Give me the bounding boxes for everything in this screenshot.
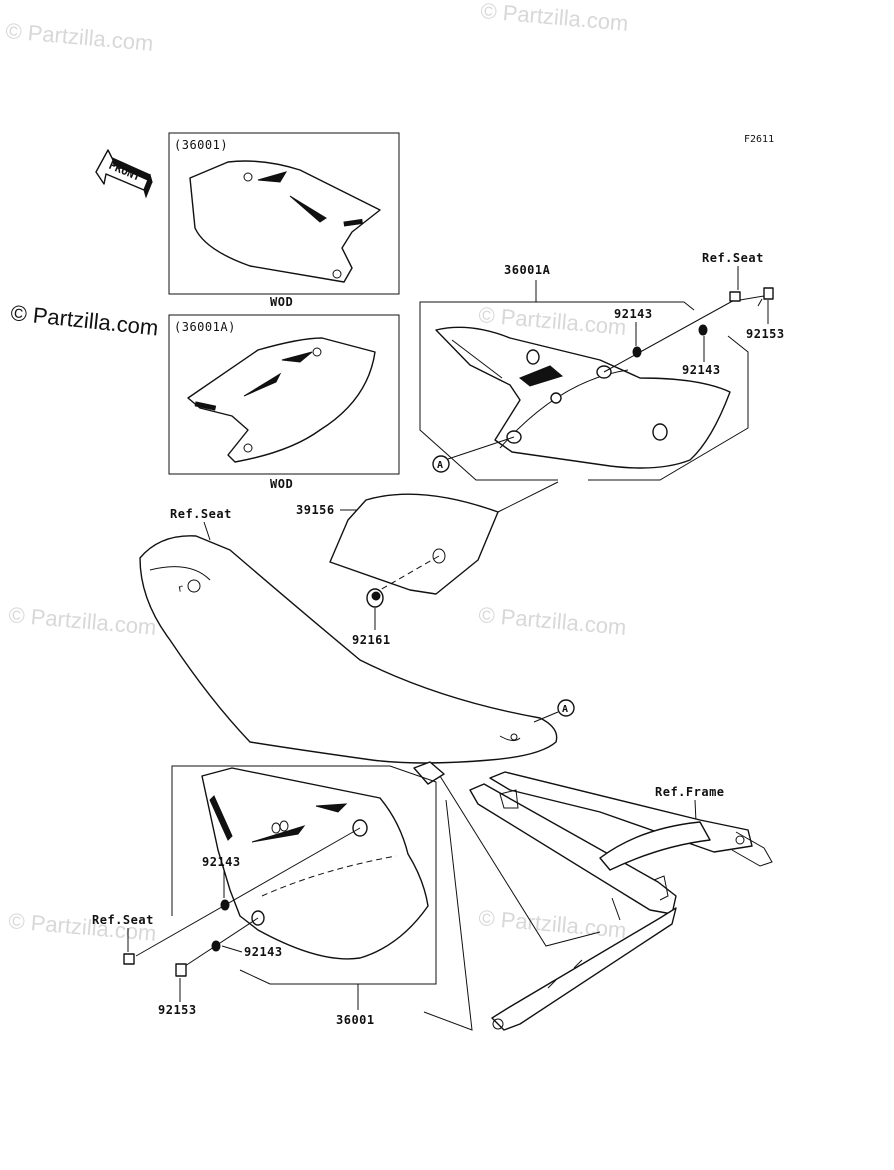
label-92143-a: 92143: [614, 307, 653, 321]
label-ref-frame: Ref.Frame: [655, 785, 725, 799]
label-ref-seat-mid: Ref.Seat: [170, 507, 232, 521]
pad-39156: [329, 493, 499, 595]
label-ref-seat-bottom: Ref.Seat: [92, 913, 154, 927]
label-92153-top: 92153: [746, 327, 785, 341]
grommet-92161-icon: [366, 588, 384, 608]
label-92143-d: 92143: [244, 945, 283, 959]
side-cover-right-view: [189, 160, 381, 283]
watermark-top-left: © Partzilla.com: [5, 18, 155, 56]
label-39156: 39156: [296, 503, 335, 517]
washer-92143-d-icon: [211, 940, 221, 952]
marker-a-seat-text: A: [562, 704, 568, 715]
label-36001: 36001: [336, 1013, 375, 1027]
watermark-top-right: © Partzilla.com: [480, 0, 630, 36]
side-cover-36001a: [435, 326, 731, 469]
marker-a-top-text: A: [437, 460, 443, 471]
frame-ref: [469, 771, 773, 1031]
marker-a-top: A: [432, 436, 515, 473]
box-36001: (36001): [168, 132, 400, 295]
bolt-92153-top-icon: [757, 287, 774, 307]
label-ref-seat-top: Ref.Seat: [702, 251, 764, 265]
seat-logo: r: [177, 583, 185, 595]
bolt-ref-seat-bottom-icon: [123, 953, 135, 965]
watermark-low-right: © Partzilla.com: [478, 905, 628, 943]
box-36001a-title: (36001A): [174, 320, 236, 334]
wod-label-1: WOD: [270, 295, 293, 309]
watermark-mid-left: © Partzilla.com: [8, 602, 158, 640]
label-92143-c: 92143: [202, 855, 241, 869]
bolt-ref-seat-top-icon: [729, 291, 741, 302]
label-92143-b: 92143: [682, 363, 721, 377]
box-36001a: (36001A): [168, 314, 400, 475]
label-36001a: 36001A: [504, 263, 551, 277]
label-92153-bottom: 92153: [158, 1003, 197, 1017]
label-92161: 92161: [352, 633, 391, 647]
side-cover-left-view: [187, 337, 376, 463]
watermark-brand: © Partzilla.com: [9, 300, 159, 340]
watermark-mid-right-2: © Partzilla.com: [478, 602, 628, 640]
front-arrow-icon: FRONT: [95, 149, 153, 199]
wod-label-2: WOD: [270, 477, 293, 491]
bolt-92153-bottom-icon: [175, 963, 187, 977]
seat-ref: [139, 535, 558, 764]
marker-a-seat: A: [533, 699, 575, 723]
washer-92143-c-icon: [220, 899, 230, 911]
figure-code: F2611: [744, 134, 774, 145]
washer-92143-b-icon: [698, 324, 708, 336]
box-36001-title: (36001): [174, 138, 228, 152]
washer-92143-a-icon: [632, 346, 642, 358]
